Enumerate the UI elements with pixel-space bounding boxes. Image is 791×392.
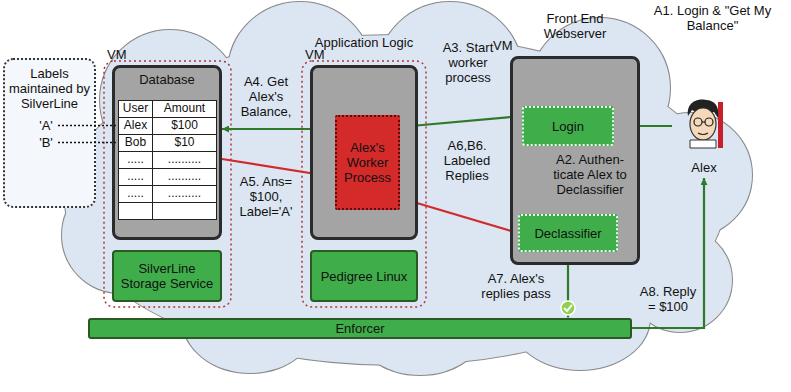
table-cell: User <box>118 100 153 118</box>
vm-tag: VM <box>493 38 513 53</box>
label-tag: 'B' <box>34 135 58 150</box>
table-cell: .......... <box>152 168 217 186</box>
cloud-lobe <box>628 113 752 237</box>
box-label: Enforcer <box>335 321 384 336</box>
table-cell: ..... <box>118 185 153 203</box>
label-store: Labels maintained by SilverLine <box>3 58 96 208</box>
table-cell: Alex <box>118 117 153 135</box>
table-cell: Bob <box>118 134 153 152</box>
enforcer-bar: Enforcer <box>88 318 632 339</box>
table-cell: Amount <box>152 100 217 118</box>
table-cell: ..... <box>118 168 153 186</box>
service-box: SilverLine Storage Service <box>112 250 222 302</box>
leader-line <box>58 125 117 127</box>
table-cell: .......... <box>152 185 217 203</box>
box-label: SilverLine Storage Service <box>118 261 216 291</box>
edge-label: A1. Login & "Get My Balance" <box>640 3 785 33</box>
box-label: Alex <box>691 160 716 175</box>
process-box: Login <box>522 106 614 146</box>
table-cell <box>152 202 217 220</box>
cloud-lobe <box>628 228 732 332</box>
edge-label: A7. Alex's replies pass <box>474 271 558 301</box>
vm-heading: Front End Webserver <box>525 11 625 41</box>
table-cell: $100 <box>152 117 217 135</box>
vm-heading: Application Logic <box>314 35 414 50</box>
box-label: Declassifier <box>534 226 601 241</box>
table-cell: ..... <box>118 151 153 169</box>
table-cell: .......... <box>152 151 217 169</box>
vm-tag: VM <box>107 47 127 62</box>
service-box: Pedigree Linux <box>310 250 418 302</box>
label-tag: 'A' <box>34 118 58 133</box>
box-label: Pedigree Linux <box>321 269 408 284</box>
flow-arrow <box>400 116 522 127</box>
edge-label: A4. Get Alex's Balance, <box>234 74 298 119</box>
flow-arrow <box>632 178 704 328</box>
table-cell <box>118 202 153 220</box>
edge-label: A3. Start worker process <box>430 40 506 85</box>
edge-label: A6,B6. Labeled Replies <box>428 138 506 183</box>
cloud-lobe <box>628 113 752 237</box>
vm-boundary <box>104 61 231 307</box>
edge-label: A2. Authen- ticate Alex to Declassifier <box>548 152 632 197</box>
edge-label: A8. Reply = $100 <box>636 284 700 314</box>
leader-line <box>58 142 117 144</box>
cloud-lobe <box>628 228 732 332</box>
box-label: Database <box>139 72 195 87</box>
box-label: Labels maintained by SilverLine <box>9 66 90 111</box>
box-label: Alex's Worker Process <box>340 140 395 185</box>
vm-tag: VM <box>305 47 325 62</box>
process-box: Declassifier <box>518 214 618 252</box>
user-figure: Alex <box>672 96 736 178</box>
edge-label: A5. Ans= $100, Label='A' <box>234 174 298 219</box>
box-label: Login <box>552 119 584 134</box>
process-box: Alex's Worker Process <box>335 115 400 210</box>
person-icon <box>688 100 723 148</box>
table-cell: $10 <box>152 134 217 152</box>
vm-box: Application LogicVMAlex's Worker Process <box>310 65 418 240</box>
vm-boundary <box>302 61 426 307</box>
